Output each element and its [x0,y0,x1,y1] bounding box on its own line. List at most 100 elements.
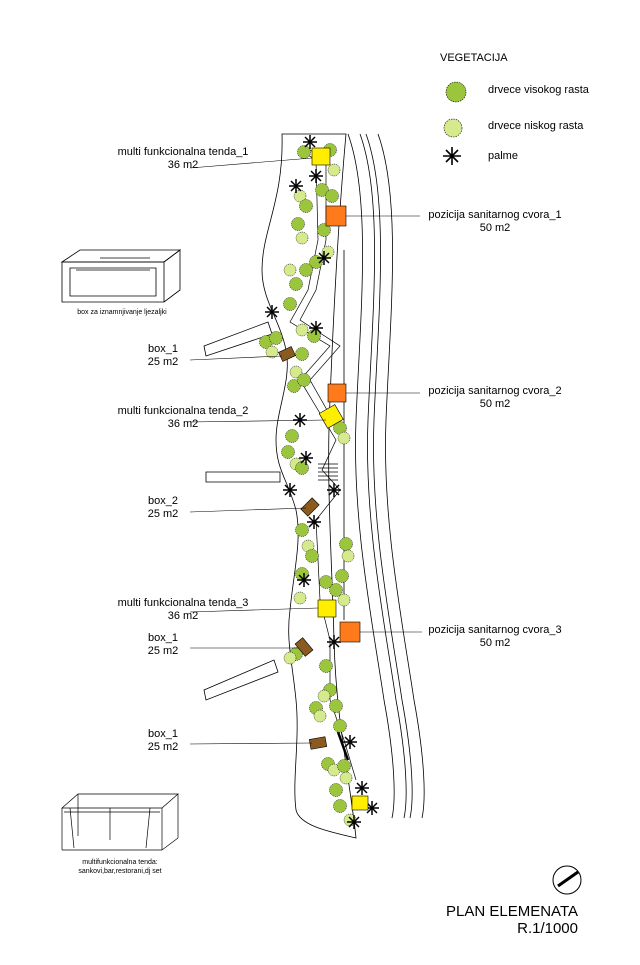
palm-icon [317,251,331,265]
label-box-1b: box_1 25 m2 [138,632,188,658]
palm-icon [343,735,357,749]
palm-icon [299,451,313,465]
label-sanitary-3: pozicija sanitarnog cvora_3 50 m2 [420,624,570,650]
tent-1[interactable] [311,147,331,166]
label-tent-2-area: 36 m2 [167,418,199,430]
label-sanitary-3-area: 50 m2 [479,637,511,649]
tree-icon [291,217,305,231]
tent-caption-line1: multifunkcionalna tenda: [82,859,158,866]
tree-icon [319,575,333,589]
label-box-2-area: 25 m2 [147,508,179,520]
legend-item-tall-trees: drvece visokog rasta [488,84,589,96]
tree-icon [329,583,343,597]
tents [311,147,369,811]
tree-icon [293,189,307,203]
tree-icon [295,347,309,361]
sanitary-nodes [325,205,361,643]
tree-icon [337,759,351,773]
piers [203,321,281,701]
plan-scale: R.1/1000 [517,920,578,937]
palm-icon [309,321,323,335]
tree-icon [289,365,303,379]
tree-icon [293,591,307,605]
north-arrow-icon [552,865,582,895]
tree-icon [335,569,349,583]
vegetation [259,143,357,827]
legend-item-low-trees: drvece niskog rasta [488,120,584,132]
box-1b[interactable] [294,637,314,657]
label-sanitary-2-name: pozicija sanitarnog cvora_2 [428,385,562,397]
label-tent-1: multi funkcionalna tenda_1 36 m2 [108,146,258,172]
label-tent-1-name: multi funkcionalna tenda_1 [117,146,249,158]
palm-icon [303,135,317,149]
tree-icon [327,163,341,177]
legend-icons [443,81,467,165]
tall-tree-icon [445,81,467,103]
palm-icon [355,781,369,795]
tree-icon [337,593,351,607]
tree-icon [313,709,327,723]
tree-icon [295,323,309,337]
tree-icon [295,231,309,245]
sanitary-3[interactable] [339,621,361,643]
tree-icon [297,373,311,387]
sanitary-1[interactable] [325,205,347,227]
label-sanitary-1-name: pozicija sanitarnog cvora_1 [428,209,562,221]
tent-caption-line2: sankovi,bar,restorani,dj set [78,868,162,875]
sanitary-2[interactable] [327,383,347,403]
palm-icon [283,483,297,497]
tree-icon [325,189,339,203]
label-box-1c-area: 25 m2 [147,741,179,753]
label-box-2: box_2 25 m2 [138,495,188,521]
palm-icon [289,179,303,193]
label-box-1c: box_1 25 m2 [138,728,188,754]
label-tent-2-name: multi funkcionalna tenda_2 [117,405,249,417]
tree-icon [337,431,351,445]
road-lines [339,133,425,819]
palm-icon [443,147,461,165]
tree-icon [317,689,331,703]
box-1a[interactable] [278,346,296,362]
label-box-1b-area: 25 m2 [147,645,179,657]
tree-icon [285,429,299,443]
label-sanitary-2: pozicija sanitarnog cvora_2 50 m2 [420,385,570,411]
tree-icon [333,421,347,435]
tree-icon [317,223,331,237]
label-box-1b-name: box_1 [148,632,178,644]
tree-icon [339,771,353,785]
tree-icon [319,659,333,673]
tree-icon [333,799,347,813]
tree-icon [333,719,347,733]
label-box-1c-name: box_1 [148,728,178,740]
tree-icon [295,523,309,537]
stairs [318,463,350,761]
box-sketch [60,249,182,303]
label-box-1a-name: box_1 [148,343,178,355]
tent-sketch-caption: multifunkcionalna tenda: sankovi,bar,res… [56,858,184,876]
tree-icon [281,445,295,459]
label-tent-1-area: 36 m2 [167,159,199,171]
low-tree-icon [443,118,463,138]
label-tent-3-area: 36 m2 [167,610,199,622]
box-2[interactable] [300,497,320,517]
boxes [278,346,328,750]
label-box-2-name: box_2 [148,495,178,507]
tree-icon [299,199,313,213]
palm-icon [307,515,321,529]
tree-icon [341,549,355,563]
tent-2[interactable] [318,404,344,429]
label-sanitary-1-area: 50 m2 [479,222,511,234]
tree-icon [315,183,329,197]
palm-icon [327,635,341,649]
tent-4[interactable] [351,795,369,811]
palm-icon [309,169,323,183]
box-1c[interactable] [308,736,328,750]
tent-3[interactable] [317,599,337,618]
tree-icon [297,145,311,159]
tree-icon [295,567,309,581]
tree-icon [299,263,313,277]
tree-icon [305,549,319,563]
palm-icon [327,483,341,497]
palm-icon [297,573,311,587]
